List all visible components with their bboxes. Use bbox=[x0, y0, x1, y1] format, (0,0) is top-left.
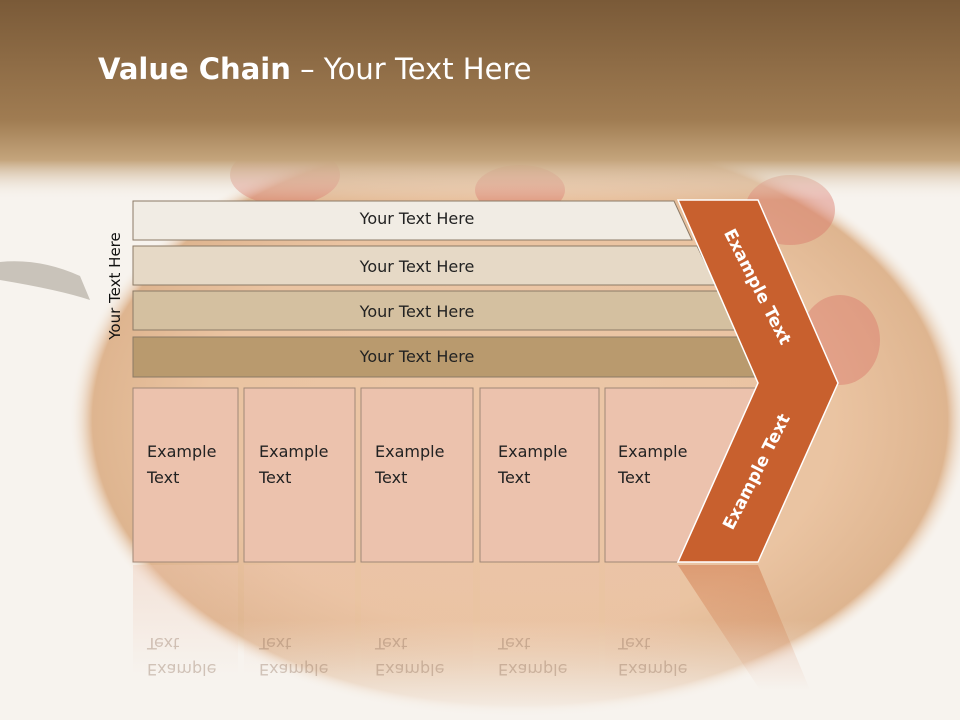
row-label-2: Your Text Here bbox=[359, 257, 475, 276]
row-label-1: Your Text Here bbox=[359, 209, 475, 228]
cell-4 bbox=[479, 387, 600, 563]
cell-1 bbox=[132, 387, 239, 563]
slide-title: Value Chain – Your Text Here bbox=[98, 52, 532, 86]
row-bar-1 bbox=[132, 200, 693, 241]
row-label-3: Your Text Here bbox=[359, 302, 475, 321]
row-label-4: Your Text Here bbox=[359, 347, 475, 366]
title-bold: Value Chain bbox=[98, 52, 291, 86]
title-rest: – Your Text Here bbox=[290, 52, 532, 86]
chevron-arrow bbox=[676, 199, 839, 563]
cell-3 bbox=[360, 387, 474, 563]
cell-2 bbox=[243, 387, 356, 563]
